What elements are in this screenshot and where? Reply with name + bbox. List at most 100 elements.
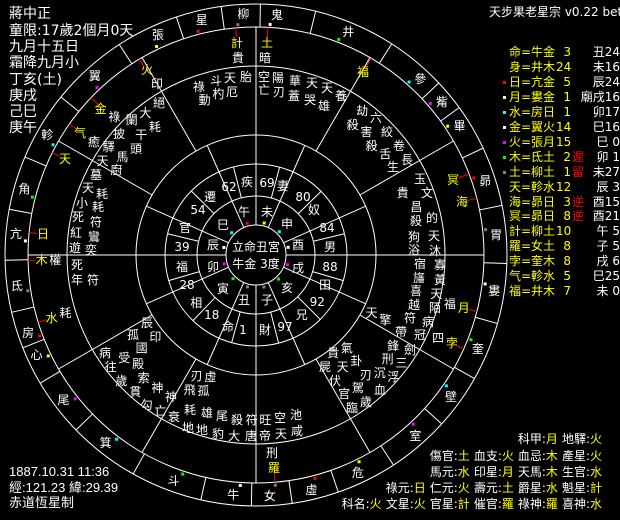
planet-degree: 24 — [556, 59, 572, 74]
mansion-label: 昴 — [479, 173, 492, 188]
planet-tag: 耗 — [59, 306, 72, 320]
mansion-dot — [73, 397, 77, 401]
sign-divider — [146, 205, 229, 244]
aspect-item: 血支:火 — [474, 449, 518, 463]
branch-label: 酉 — [291, 238, 305, 252]
planet-mansion: 計=柳土 — [509, 224, 556, 239]
aspect-item: 祿元:日 — [386, 481, 430, 495]
planet-degree: 7 — [563, 284, 571, 299]
pillar-year: 丁亥(土) — [9, 72, 62, 88]
aspect-value: 木 — [545, 465, 558, 479]
house-divider — [141, 358, 197, 453]
planet-color-dot — [503, 170, 506, 174]
mansion-dot — [446, 124, 450, 128]
planet-glyph: 金 — [94, 102, 107, 116]
planet-tick — [456, 345, 465, 350]
palace-label: 妻 — [276, 179, 290, 193]
aspect-key: 地驛: — [561, 432, 590, 446]
planet-tick — [266, 27, 269, 38]
age-label: 18 — [204, 308, 220, 322]
mansion-divider — [11, 306, 35, 313]
aspect-value: 火 — [457, 481, 470, 495]
planet-tag: 權 — [49, 253, 62, 267]
planet-branch: 卯17 — [592, 104, 620, 119]
pillar-day: 己巳 — [9, 104, 37, 120]
aspect-key: 馬元: — [429, 465, 458, 479]
mansion-label: 亢 — [9, 226, 22, 241]
planet-mansion: 土=柳土 — [509, 164, 556, 179]
branch-label: 丑 — [237, 293, 251, 307]
mansion-divider — [483, 262, 507, 265]
aspect-key: 仁元: — [429, 481, 458, 495]
aspect-key: 血忌: — [517, 449, 546, 463]
aspect-item: 仁元:火 — [430, 481, 474, 495]
planet-degree: 12 — [556, 179, 572, 194]
aspect-value: 羅 — [545, 497, 558, 511]
age-palace-divider — [313, 233, 345, 242]
house-divider — [58, 314, 153, 370]
branch-dot — [262, 285, 266, 289]
aspect-row: 科甲:月地驛:火 — [518, 432, 602, 446]
aspect-value: 水 — [457, 465, 470, 479]
mansion-divider — [330, 470, 339, 493]
branch-dot — [277, 277, 281, 281]
aspect-key: 傷官: — [429, 449, 458, 463]
aspect-key: 喜神: — [561, 497, 590, 511]
sign-divider — [267, 282, 306, 365]
mansion-label: 箕 — [99, 436, 112, 451]
age-palace-divider — [270, 312, 280, 344]
mansion-divider — [421, 82, 440, 100]
aspect-value: 日 — [413, 481, 426, 495]
mansion-divider — [475, 316, 498, 325]
pillar-hour: 庚午 — [9, 120, 37, 136]
age-label: 80 — [295, 189, 311, 204]
sign-divider — [146, 266, 229, 305]
planet-branch: 丑24 — [592, 45, 620, 59]
mansion-dot — [46, 354, 50, 358]
mansion-dot — [483, 282, 487, 286]
mansion-divider — [200, 477, 207, 500]
planet-branch: 巳16 — [592, 119, 620, 134]
planet-branch: 辰 3 — [596, 179, 620, 194]
planet-tick — [235, 27, 237, 38]
aspect-value: 火 — [501, 449, 514, 463]
planet-mansion: 气=軫水 — [509, 269, 556, 284]
house-divider — [359, 314, 454, 370]
branch-label: 寅 — [216, 282, 230, 296]
mansion-divider — [454, 366, 475, 380]
planet-branch: 辰24 — [592, 74, 620, 89]
age-palace-divider — [232, 166, 242, 198]
planet-branch: 未16 — [592, 59, 620, 74]
mansion-dot — [181, 472, 185, 476]
mansion-dot — [196, 29, 200, 33]
mansion-label: 婁 — [488, 284, 501, 299]
planet-branch: 未27 — [592, 164, 620, 179]
mansion-label: 井 — [342, 25, 355, 40]
planet-degree: 1 — [563, 164, 571, 179]
ring-circle — [4, 3, 508, 507]
mansion-divider — [309, 11, 317, 34]
mansion-divider — [440, 107, 460, 122]
planet-tick — [467, 197, 477, 201]
planet-glyph: 天 — [58, 152, 72, 166]
palace-label: 男 — [323, 240, 337, 254]
aspect-item: 壽元:土 — [474, 481, 518, 495]
aspect-value: 水 — [589, 465, 602, 479]
solar-term: 霜降九月小 — [9, 55, 79, 71]
mansion-divider — [479, 204, 503, 211]
mansion-dot — [273, 483, 277, 487]
